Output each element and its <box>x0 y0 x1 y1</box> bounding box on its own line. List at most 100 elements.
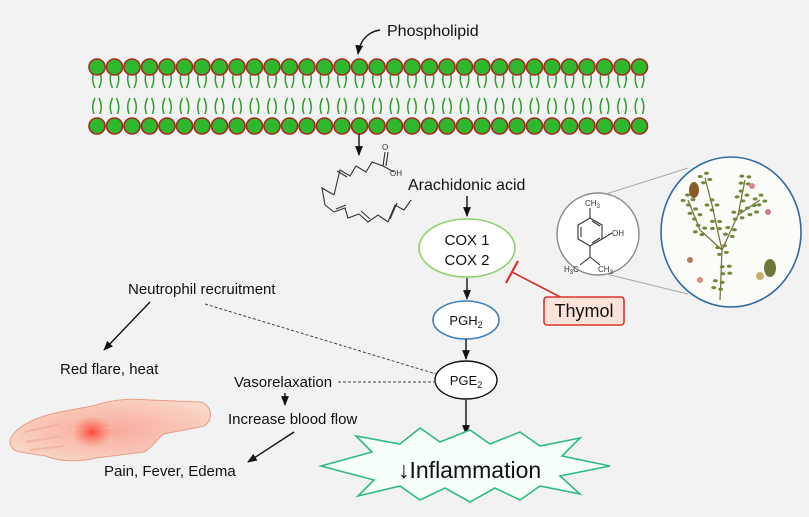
lipid-head <box>473 58 491 76</box>
arachidonic-acid-structure <box>321 151 412 223</box>
pge2-label: PGE2 <box>450 373 482 390</box>
thyme-leaf <box>729 234 735 239</box>
lipid-tail <box>231 97 243 115</box>
lipid-head <box>473 117 491 135</box>
lipid-tail <box>459 97 470 115</box>
lipid-head <box>245 58 264 76</box>
thyme-leaf <box>719 265 725 269</box>
symptoms-label: Pain, Fever, Edema <box>104 463 236 480</box>
thymol-ch3-right: CH3 <box>598 265 614 276</box>
thyme-leaf <box>720 272 726 276</box>
lipid-tail <box>599 97 610 115</box>
lipid-head <box>385 58 404 76</box>
lipid-head <box>490 58 509 76</box>
thyme-leaf <box>738 209 744 213</box>
lipid-tail <box>616 97 628 115</box>
thyme-leaf <box>721 244 727 248</box>
acid-o-label: O <box>382 143 388 152</box>
lipid-head <box>595 117 614 135</box>
thyme-leaf <box>751 203 757 208</box>
thyme-leaf <box>747 212 753 217</box>
lipid-head <box>438 117 456 135</box>
thyme-leaf <box>718 287 724 291</box>
thyme-leaf <box>709 198 715 202</box>
lipid-tail <box>511 97 523 115</box>
lipid-head <box>560 117 579 135</box>
lipid-head <box>525 117 544 135</box>
thyme-leaf <box>690 197 696 202</box>
lipid-head <box>193 58 211 76</box>
vasorelaxation-label: Vasorelaxation <box>234 374 332 391</box>
thyme-leaf <box>709 208 715 212</box>
lipid-head <box>140 117 159 135</box>
thyme-leaf <box>685 193 691 197</box>
thymol-inhibition-bar <box>505 260 519 284</box>
thymol-structure <box>577 208 613 266</box>
lipid-tail <box>371 97 383 115</box>
thyme-leaf <box>699 233 705 237</box>
thymol-box <box>543 296 625 326</box>
thyme-leaf <box>758 193 764 197</box>
lipid-tail <box>634 97 645 115</box>
lipid-head <box>210 58 229 76</box>
thyme-leaf <box>715 245 721 250</box>
lipid-head <box>578 117 596 135</box>
thyme-leaf <box>716 226 722 231</box>
lipid-head <box>613 58 631 76</box>
lipid-head <box>333 117 351 135</box>
thyme-leaf <box>680 198 686 203</box>
thyme-leaf <box>723 250 729 255</box>
thyme-leaf <box>717 219 723 224</box>
lipid-head <box>630 117 649 135</box>
thyme-leaf <box>746 175 752 179</box>
lipid-head <box>105 117 124 135</box>
lipid-head <box>263 117 281 135</box>
lipid-tail <box>284 97 295 115</box>
lipid-head <box>140 58 159 76</box>
lipid-head <box>123 117 141 135</box>
lipid-head <box>613 117 631 135</box>
lipid-head <box>420 117 439 135</box>
lipid-head <box>228 117 246 135</box>
lipid-head <box>333 58 351 76</box>
lipid-tail <box>196 97 208 115</box>
thyme-leaf <box>695 223 701 227</box>
thyme-leaf <box>756 203 762 207</box>
thyme-leaf <box>697 174 703 179</box>
lipid-head <box>438 58 456 76</box>
pge2-node <box>434 360 498 400</box>
lipid-head <box>420 58 439 76</box>
lipid-head <box>455 117 474 135</box>
thyme-leaf <box>752 197 758 201</box>
zoom-line-bottom <box>605 273 689 295</box>
lipid-tail <box>354 97 365 115</box>
thyme-leaf <box>740 199 746 203</box>
lipid-head <box>350 117 369 135</box>
lipid-tail <box>476 97 488 115</box>
lipid-head <box>385 117 404 135</box>
thyme-leaf <box>739 216 745 220</box>
lipid-head <box>193 117 211 135</box>
lipid-head <box>490 117 509 135</box>
lipid-tail <box>249 97 260 115</box>
thyme-leaf <box>754 210 760 214</box>
thyme-plant-circle <box>660 156 802 308</box>
thyme-leaf <box>738 189 744 193</box>
lipid-head <box>350 58 369 76</box>
lipid-head <box>525 58 544 76</box>
thyme-leaf <box>710 219 716 224</box>
thyme-leaf <box>732 217 738 221</box>
phospholipid-bilayer <box>88 58 649 135</box>
thyme-leaf <box>738 181 744 185</box>
lipid-tail <box>126 97 138 115</box>
thyme-leaf <box>709 226 715 231</box>
cox2-label: COX 2 <box>444 252 489 269</box>
lipid-tail <box>424 97 435 115</box>
thyme-leaf <box>717 252 723 256</box>
thyme-leaf <box>734 195 740 199</box>
neutrophil-pge2-link <box>204 303 437 375</box>
thyme-leaf <box>726 264 732 268</box>
zoom-line-top <box>605 167 689 195</box>
thyme-leaf <box>731 228 737 232</box>
